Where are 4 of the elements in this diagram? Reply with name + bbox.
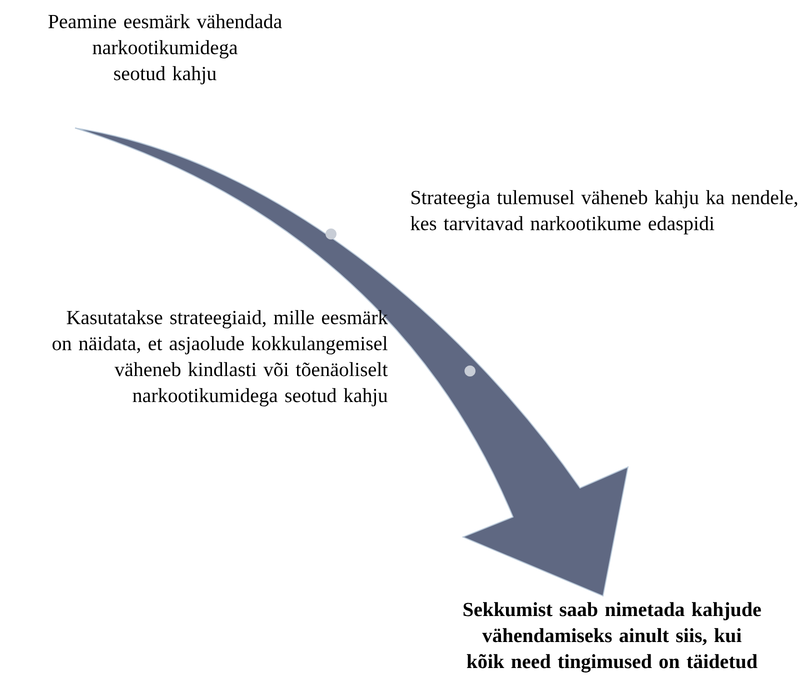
note-text: Strateegia tulemusel väheneb kahju ka nendele, kes tarvitavad narkootikume edaspidi: [410, 190, 798, 234]
goal-text: Peamine eesmärk vähendada narkootikumidega seotud kahju: [48, 14, 282, 84]
conclusion-text: Sekkumist saab nimetada kahjude vähendamiseks ainult siis, kui kõik need tingimused on täidetud: [464, 602, 761, 672]
note-text: Kasutatakse strateegiaid, mille eesmärk on näidata, et asjaolude kokkulangemisel väheneb kindlasti või tõenäoliselt narkootikumidega seotud kahju: [52, 310, 388, 406]
